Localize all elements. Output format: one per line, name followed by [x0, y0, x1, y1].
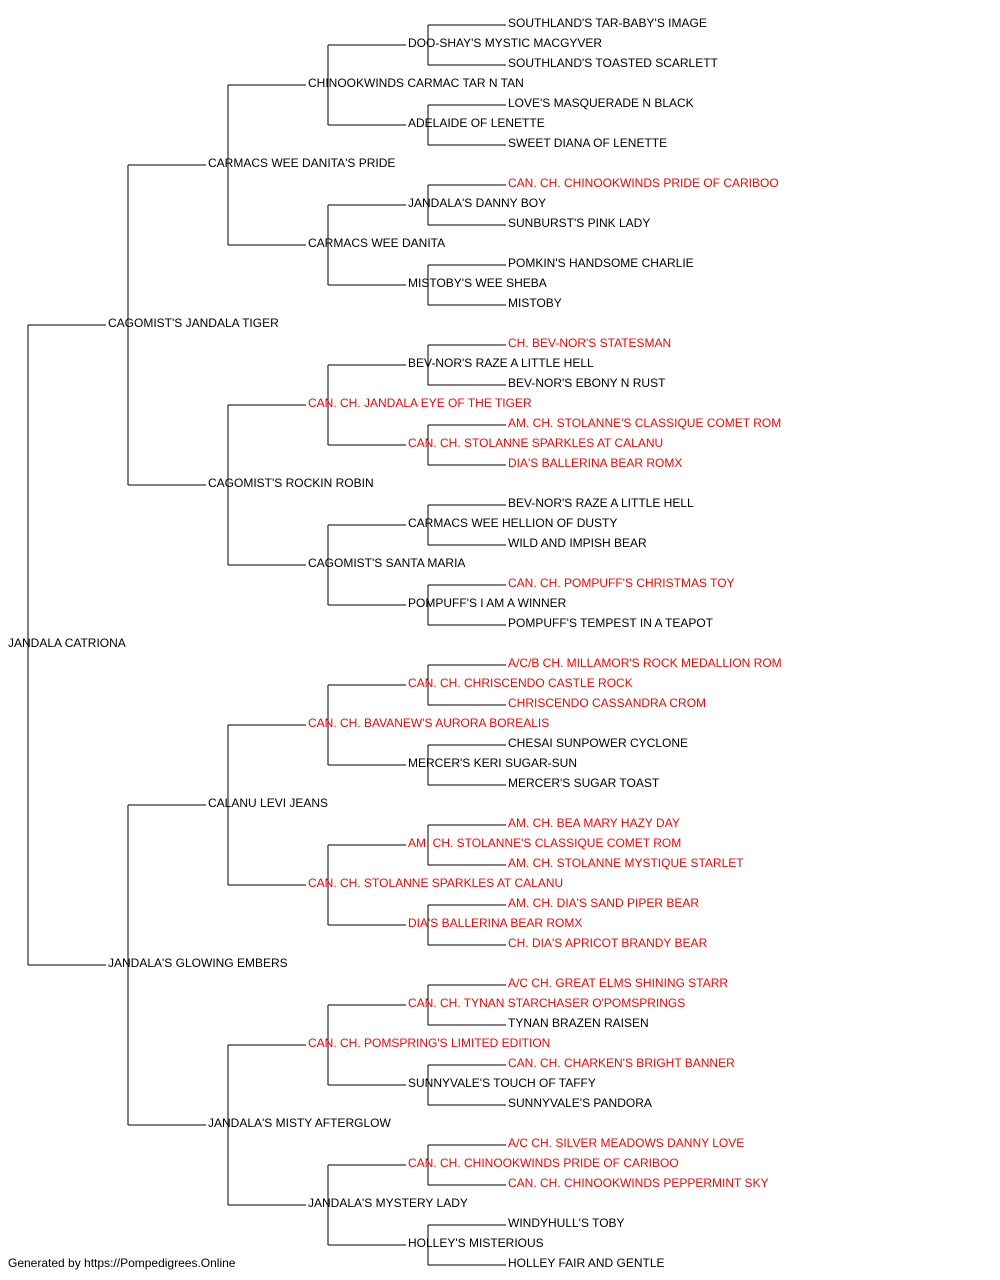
ancestor-gen5-name: SOUTHLAND'S TOASTED SCARLETT: [508, 56, 719, 70]
ancestor-gen4-name: DOO-SHAY'S MYSTIC MACGYVER: [408, 36, 602, 50]
ancestor-gen5-name: CH. DIA'S APRICOT BRANDY BEAR: [508, 936, 708, 950]
ancestor-gen5-name: SWEET DIANA OF LENETTE: [508, 136, 667, 150]
ancestor-gen4-name: AM. CH. STOLANNE'S CLASSIQUE COMET ROM: [408, 836, 681, 850]
ancestor-gen5-name: CAN. CH. POMPUFF'S CHRISTMAS TOY: [508, 576, 735, 590]
ancestor-gen5-name: MERCER'S SUGAR TOAST: [508, 776, 660, 790]
sire-name: CAGOMIST'S JANDALA TIGER: [108, 316, 279, 330]
ancestor-gen4-name: DIA'S BALLERINA BEAR ROMX: [408, 916, 582, 930]
ancestor-gen4-name: SUNNYVALE'S TOUCH OF TAFFY: [408, 1076, 596, 1090]
ancestor-gen5-name: AM. CH. STOLANNE MYSTIQUE STARLET: [508, 856, 744, 870]
ancestor-gen5-name: CAN. CH. CHARKEN'S BRIGHT BANNER: [508, 1056, 735, 1070]
ancestor-gen3-name: CAN. CH. STOLANNE SPARKLES AT CALANU: [308, 876, 563, 890]
ancestor-gen5-name: POMKIN'S HANDSOME CHARLIE: [508, 256, 694, 270]
ancestor-gen5-name: A/C CH. SILVER MEADOWS DANNY LOVE: [508, 1136, 744, 1150]
ancestor-gen3-name: CARMACS WEE DANITA: [308, 236, 445, 250]
ancestor-gen4-name: ADELAIDE OF LENETTE: [408, 116, 545, 130]
ancestor-gen5-name: SUNNYVALE'S PANDORA: [508, 1096, 652, 1110]
ancestor-gen5-name: POMPUFF'S TEMPEST IN A TEAPOT: [508, 616, 714, 630]
ancestor-gen4-name: MISTOBY'S WEE SHEBA: [408, 276, 547, 290]
ancestor-gen3-name: CAN. CH. JANDALA EYE OF THE TIGER: [308, 396, 532, 410]
ancestor-gen3-name: CAN. CH. POMSPRING'S LIMITED EDITION: [308, 1036, 550, 1050]
ancestor-gen5-name: A/C CH. GREAT ELMS SHINING STARR: [508, 976, 728, 990]
ancestor-gen4-name: JANDALA'S DANNY BOY: [408, 196, 546, 210]
ancestor-gen3-name: JANDALA'S MYSTERY LADY: [308, 1196, 468, 1210]
ancestor-gen4-name: CARMACS WEE HELLION OF DUSTY: [408, 516, 617, 530]
ancestor-gen2-name: CARMACS WEE DANITA'S PRIDE: [208, 156, 395, 170]
ancestor-gen5-name: CAN. CH. CHINOOKWINDS PEPPERMINT SKY: [508, 1176, 768, 1190]
ancestor-gen5-name: CHRISCENDO CASSANDRA CROM: [508, 696, 706, 710]
ancestor-gen3-name: CHINOOKWINDS CARMAC TAR N TAN: [308, 76, 524, 90]
ancestor-gen4-name: POMPUFF'S I AM A WINNER: [408, 596, 567, 610]
ancestor-gen5-name: AM. CH. DIA'S SAND PIPER BEAR: [508, 896, 699, 910]
ancestor-gen4-name: BEV-NOR'S RAZE A LITTLE HELL: [408, 356, 594, 370]
ancestor-gen5-name: LOVE'S MASQUERADE N BLACK: [508, 96, 694, 110]
ancestor-gen5-name: SOUTHLAND'S TAR-BABY'S IMAGE: [508, 16, 707, 30]
ancestor-gen5-name: DIA'S BALLERINA BEAR ROMX: [508, 456, 682, 470]
ancestor-gen5-name: HOLLEY FAIR AND GENTLE: [508, 1256, 665, 1270]
ancestor-gen2-name: CALANU LEVI JEANS: [208, 796, 328, 810]
ancestor-gen4-name: MERCER'S KERI SUGAR-SUN: [408, 756, 577, 770]
ancestor-gen5-name: BEV-NOR'S RAZE A LITTLE HELL: [508, 496, 694, 510]
ancestor-gen2-name: CAGOMIST'S ROCKIN ROBIN: [208, 476, 374, 490]
ancestor-gen2-name: JANDALA'S MISTY AFTERGLOW: [208, 1116, 391, 1130]
ancestor-gen5-name: BEV-NOR'S EBONY N RUST: [508, 376, 666, 390]
ancestor-gen5-name: TYNAN BRAZEN RAISEN: [508, 1016, 649, 1030]
ancestor-gen5-name: MISTOBY: [508, 296, 562, 310]
ancestor-gen5-name: SUNBURST'S PINK LADY: [508, 216, 650, 230]
ancestor-gen4-name: CAN. CH. CHRISCENDO CASTLE ROCK: [408, 676, 633, 690]
ancestor-gen4-name: HOLLEY'S MISTERIOUS: [408, 1236, 544, 1250]
ancestor-gen4-name: CAN. CH. TYNAN STARCHASER O'POMSPRINGS: [408, 996, 685, 1010]
ancestor-gen5-name: CAN. CH. CHINOOKWINDS PRIDE OF CARIBOO: [508, 176, 779, 190]
ancestor-gen3-name: CAN. CH. BAVANEW'S AURORA BOREALIS: [308, 716, 549, 730]
ancestor-gen5-name: AM. CH. STOLANNE'S CLASSIQUE COMET ROM: [508, 416, 781, 430]
ancestor-gen5-name: WINDYHULL'S TOBY: [508, 1216, 625, 1230]
dam-name: JANDALA'S GLOWING EMBERS: [108, 956, 288, 970]
footer-credit: Generated by https://Pompedigrees.Online: [8, 1256, 236, 1270]
ancestor-gen4-name: CAN. CH. CHINOOKWINDS PRIDE OF CARIBOO: [408, 1156, 679, 1170]
ancestor-gen4-name: CAN. CH. STOLANNE SPARKLES AT CALANU: [408, 436, 663, 450]
ancestor-gen5-name: AM. CH. BEA MARY HAZY DAY: [508, 816, 680, 830]
ancestor-gen5-name: CH. BEV-NOR'S STATESMAN: [508, 336, 671, 350]
ancestor-gen5-name: A/C/B CH. MILLAMOR'S ROCK MEDALLION ROM: [508, 656, 782, 670]
ancestor-gen3-name: CAGOMIST'S SANTA MARIA: [308, 556, 465, 570]
ancestor-gen5-name: WILD AND IMPISH BEAR: [508, 536, 647, 550]
subject-name: JANDALA CATRIONA: [8, 636, 126, 650]
ancestor-gen5-name: CHESAI SUNPOWER CYCLONE: [508, 736, 688, 750]
